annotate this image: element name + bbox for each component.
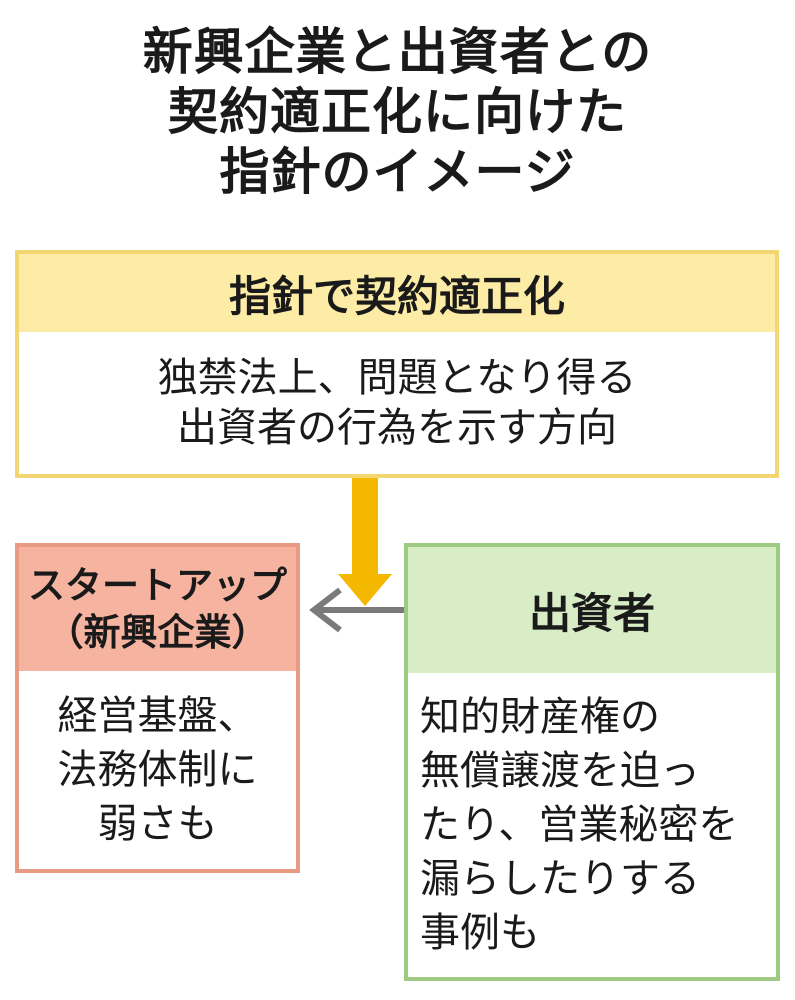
investor-line-3: たり、営業秘密を <box>420 802 739 848</box>
diagram-title: 新興企業と出資者との 契約適正化に向けた 指針のイメージ <box>0 22 795 202</box>
startup-heading-line-2: （新興企業） <box>46 611 269 654</box>
investor-body: 知的財産権の 無償譲渡を迫っ たり、営業秘密を 漏らしたりする 事例も <box>408 673 776 977</box>
guideline-heading: 指針で契約適正化 <box>19 254 775 332</box>
guideline-line-2: 出資者の行為を示す方向 <box>177 405 617 451</box>
startup-line-2: 法務体制に <box>57 747 258 793</box>
startup-line-1: 経営基盤、 <box>57 693 258 739</box>
investor-line-5: 事例も <box>420 910 540 956</box>
guideline-box: 指針で契約適正化 独禁法上、問題となり得る 出資者の行為を示す方向 <box>15 250 779 478</box>
investor-line-1: 知的財産権の <box>420 694 660 740</box>
down-arrow-shaft <box>352 478 378 578</box>
investor-line-2: 無償譲渡を迫っ <box>420 748 700 794</box>
startup-body: 経営基盤、 法務体制に 弱さも <box>19 671 296 869</box>
title-line-1: 新興企業と出資者との <box>142 23 653 81</box>
guideline-line-1: 独禁法上、問題となり得る <box>157 355 637 401</box>
investor-box: 出資者 知的財産権の 無償譲渡を迫っ たり、営業秘密を 漏らしたりする 事例も <box>404 543 780 981</box>
startup-box: スタートアップ （新興企業） 経営基盤、 法務体制に 弱さも <box>15 543 300 873</box>
startup-heading-line-1: スタートアップ <box>28 564 287 607</box>
startup-line-3: 弱さも <box>97 801 218 847</box>
guideline-body: 独禁法上、問題となり得る 出資者の行為を示す方向 <box>19 332 775 474</box>
down-arrow-head <box>338 574 392 606</box>
title-line-3: 指針のイメージ <box>219 143 576 201</box>
left-arrow-head <box>309 587 342 633</box>
down-arrow <box>338 478 392 606</box>
title-line-2: 契約適正化に向けた <box>168 83 627 141</box>
left-arrow <box>309 587 404 633</box>
investor-heading: 出資者 <box>408 547 776 673</box>
startup-heading: スタートアップ （新興企業） <box>19 547 296 671</box>
investor-line-4: 漏らしたりする <box>420 856 700 902</box>
